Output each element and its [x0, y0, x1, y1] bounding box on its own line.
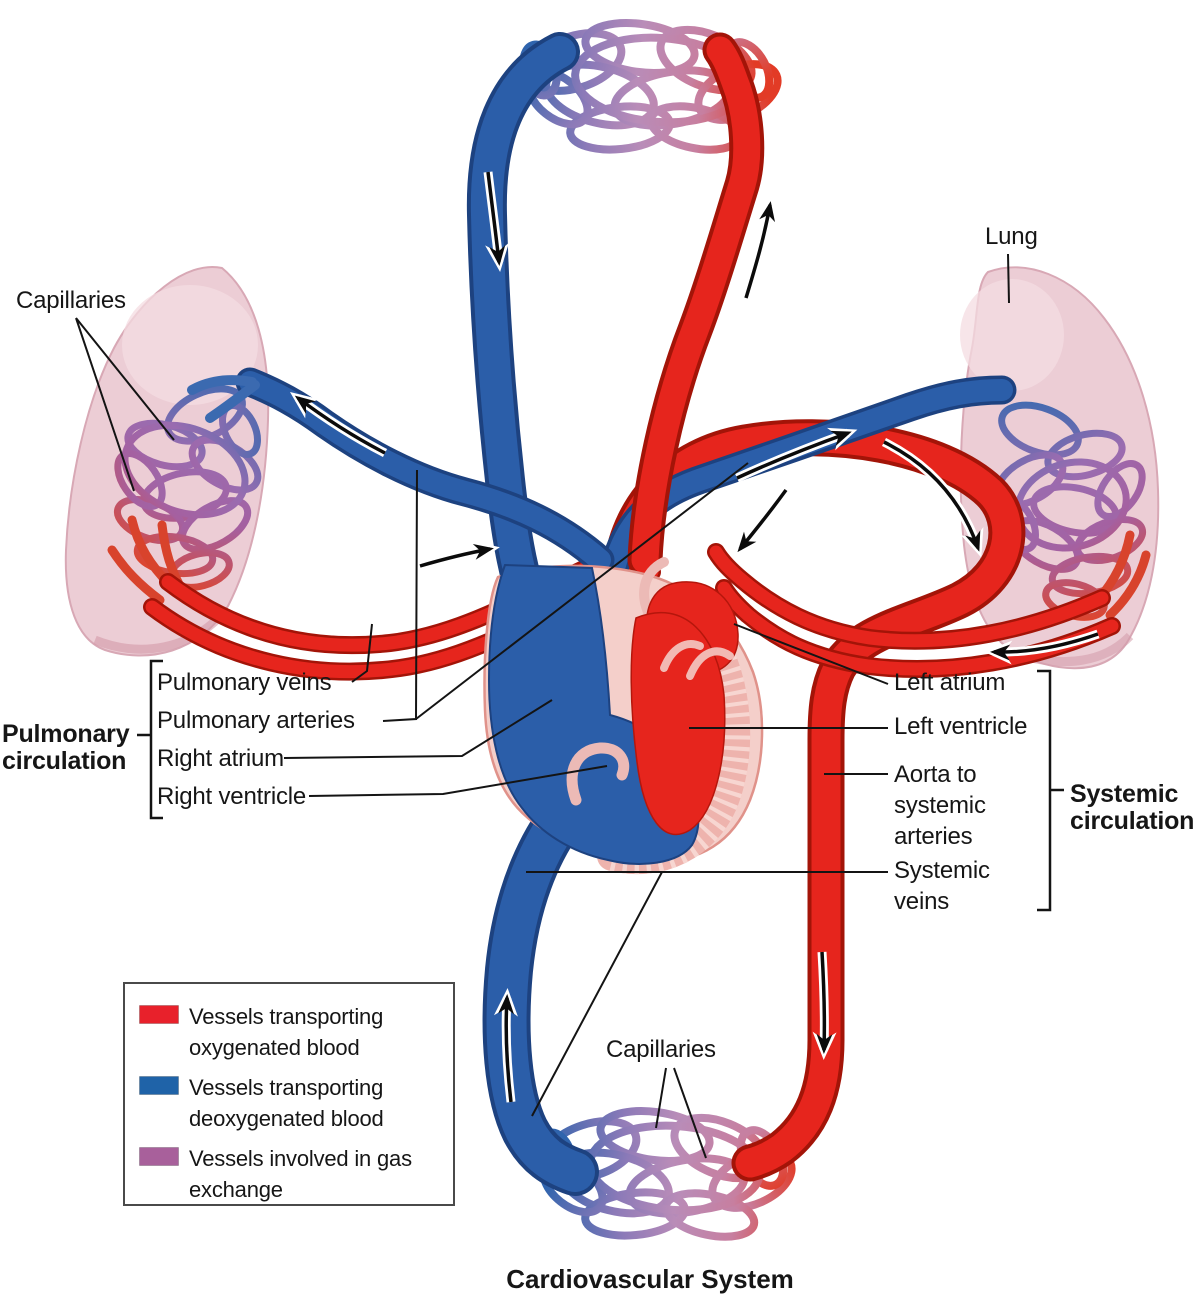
aorta-vessel [603, 419, 1026, 1182]
left-atrium-leader [733, 623, 889, 685]
leader-lines [75, 253, 1010, 1159]
legend-box: Vessels transporting oxygenated blood Ve… [123, 982, 455, 1206]
aorta-to-systemic-arteries-label: Aorta to systemic arteries [894, 761, 986, 850]
brackets [137, 659, 1064, 912]
legend-item-label: Vessels transporting deoxygenated blood [189, 1075, 384, 1131]
oxygenated-color-swatch [139, 1005, 179, 1024]
svc-down-arrow [486, 171, 506, 266]
diagram-title: Cardiovascular System [506, 1264, 794, 1294]
right-atrium-label: Right atrium [157, 745, 284, 772]
right-ventricle-leader [308, 765, 608, 797]
right-pulmonary-veins [707, 530, 1151, 678]
legend-item-label: Vessels transporting oxygenated blood [189, 1004, 384, 1060]
ascending-aorta-vessel [627, 32, 765, 578]
systemic-circulation-bracket [1037, 669, 1064, 912]
pulmonary-arteries-leader [382, 462, 749, 722]
deoxygenated-color-swatch [139, 1076, 179, 1095]
lung-leader [1007, 253, 1010, 304]
left-pa-arrow [294, 395, 386, 455]
capillaries-top-label: Capillaries [16, 287, 126, 314]
legend-item-label: Vessels involved in gas exchange [189, 1146, 412, 1202]
pulmonary-veins-label: Pulmonary veins [157, 669, 332, 696]
systemic-veins-leader [526, 871, 888, 1117]
systemic-circulation-label: Systemic circulation [1070, 780, 1195, 835]
capillaries-top-leader [75, 317, 175, 492]
flow-arrows [289, 171, 1100, 1103]
left-atrium-label: Left atrium [894, 669, 1006, 696]
pulmonary-arteries-label: Pulmonary arteries [157, 707, 355, 734]
gas-exchange-color-swatch [139, 1147, 179, 1166]
pulmonary-circulation-label: Pulmonary circulation [2, 720, 130, 775]
left-ventricle-label: Left ventricle [894, 713, 1028, 740]
legend-item-gas-exchange: Vessels involved in gas exchange [139, 1143, 441, 1205]
legend-item-oxygenated: Vessels transporting oxygenated blood [139, 1001, 441, 1063]
aorta-up-arrow [744, 201, 776, 299]
pulmonary-circulation-bracket [137, 659, 163, 820]
legend-item-deoxygenated: Vessels transporting deoxygenated blood [139, 1072, 441, 1134]
right-ventricle-label: Right ventricle [157, 783, 307, 810]
superior-vena-cava-vessel [466, 32, 580, 635]
right-veins-arrow [990, 632, 1099, 661]
arch-down-arrow [883, 440, 981, 552]
systemic-veins-label: Systemic veins [894, 857, 990, 915]
right-atrium-leader [283, 699, 553, 759]
ivc-up-arrow [498, 994, 515, 1103]
capillaries-bottom-leader [655, 1067, 707, 1159]
left-ventricle-chamber [630, 612, 726, 836]
right-pa-arrow [736, 430, 852, 480]
pulmonary-veins-leader [351, 623, 373, 683]
descending-aorta-arrow [816, 951, 833, 1054]
lung-label: Lung [985, 223, 1038, 250]
heart [483, 557, 764, 875]
left-veins-arrow [419, 543, 494, 568]
capillaries-bottom-label: Capillaries [606, 1036, 716, 1063]
left-atrium-inflow-arrow [737, 488, 788, 553]
